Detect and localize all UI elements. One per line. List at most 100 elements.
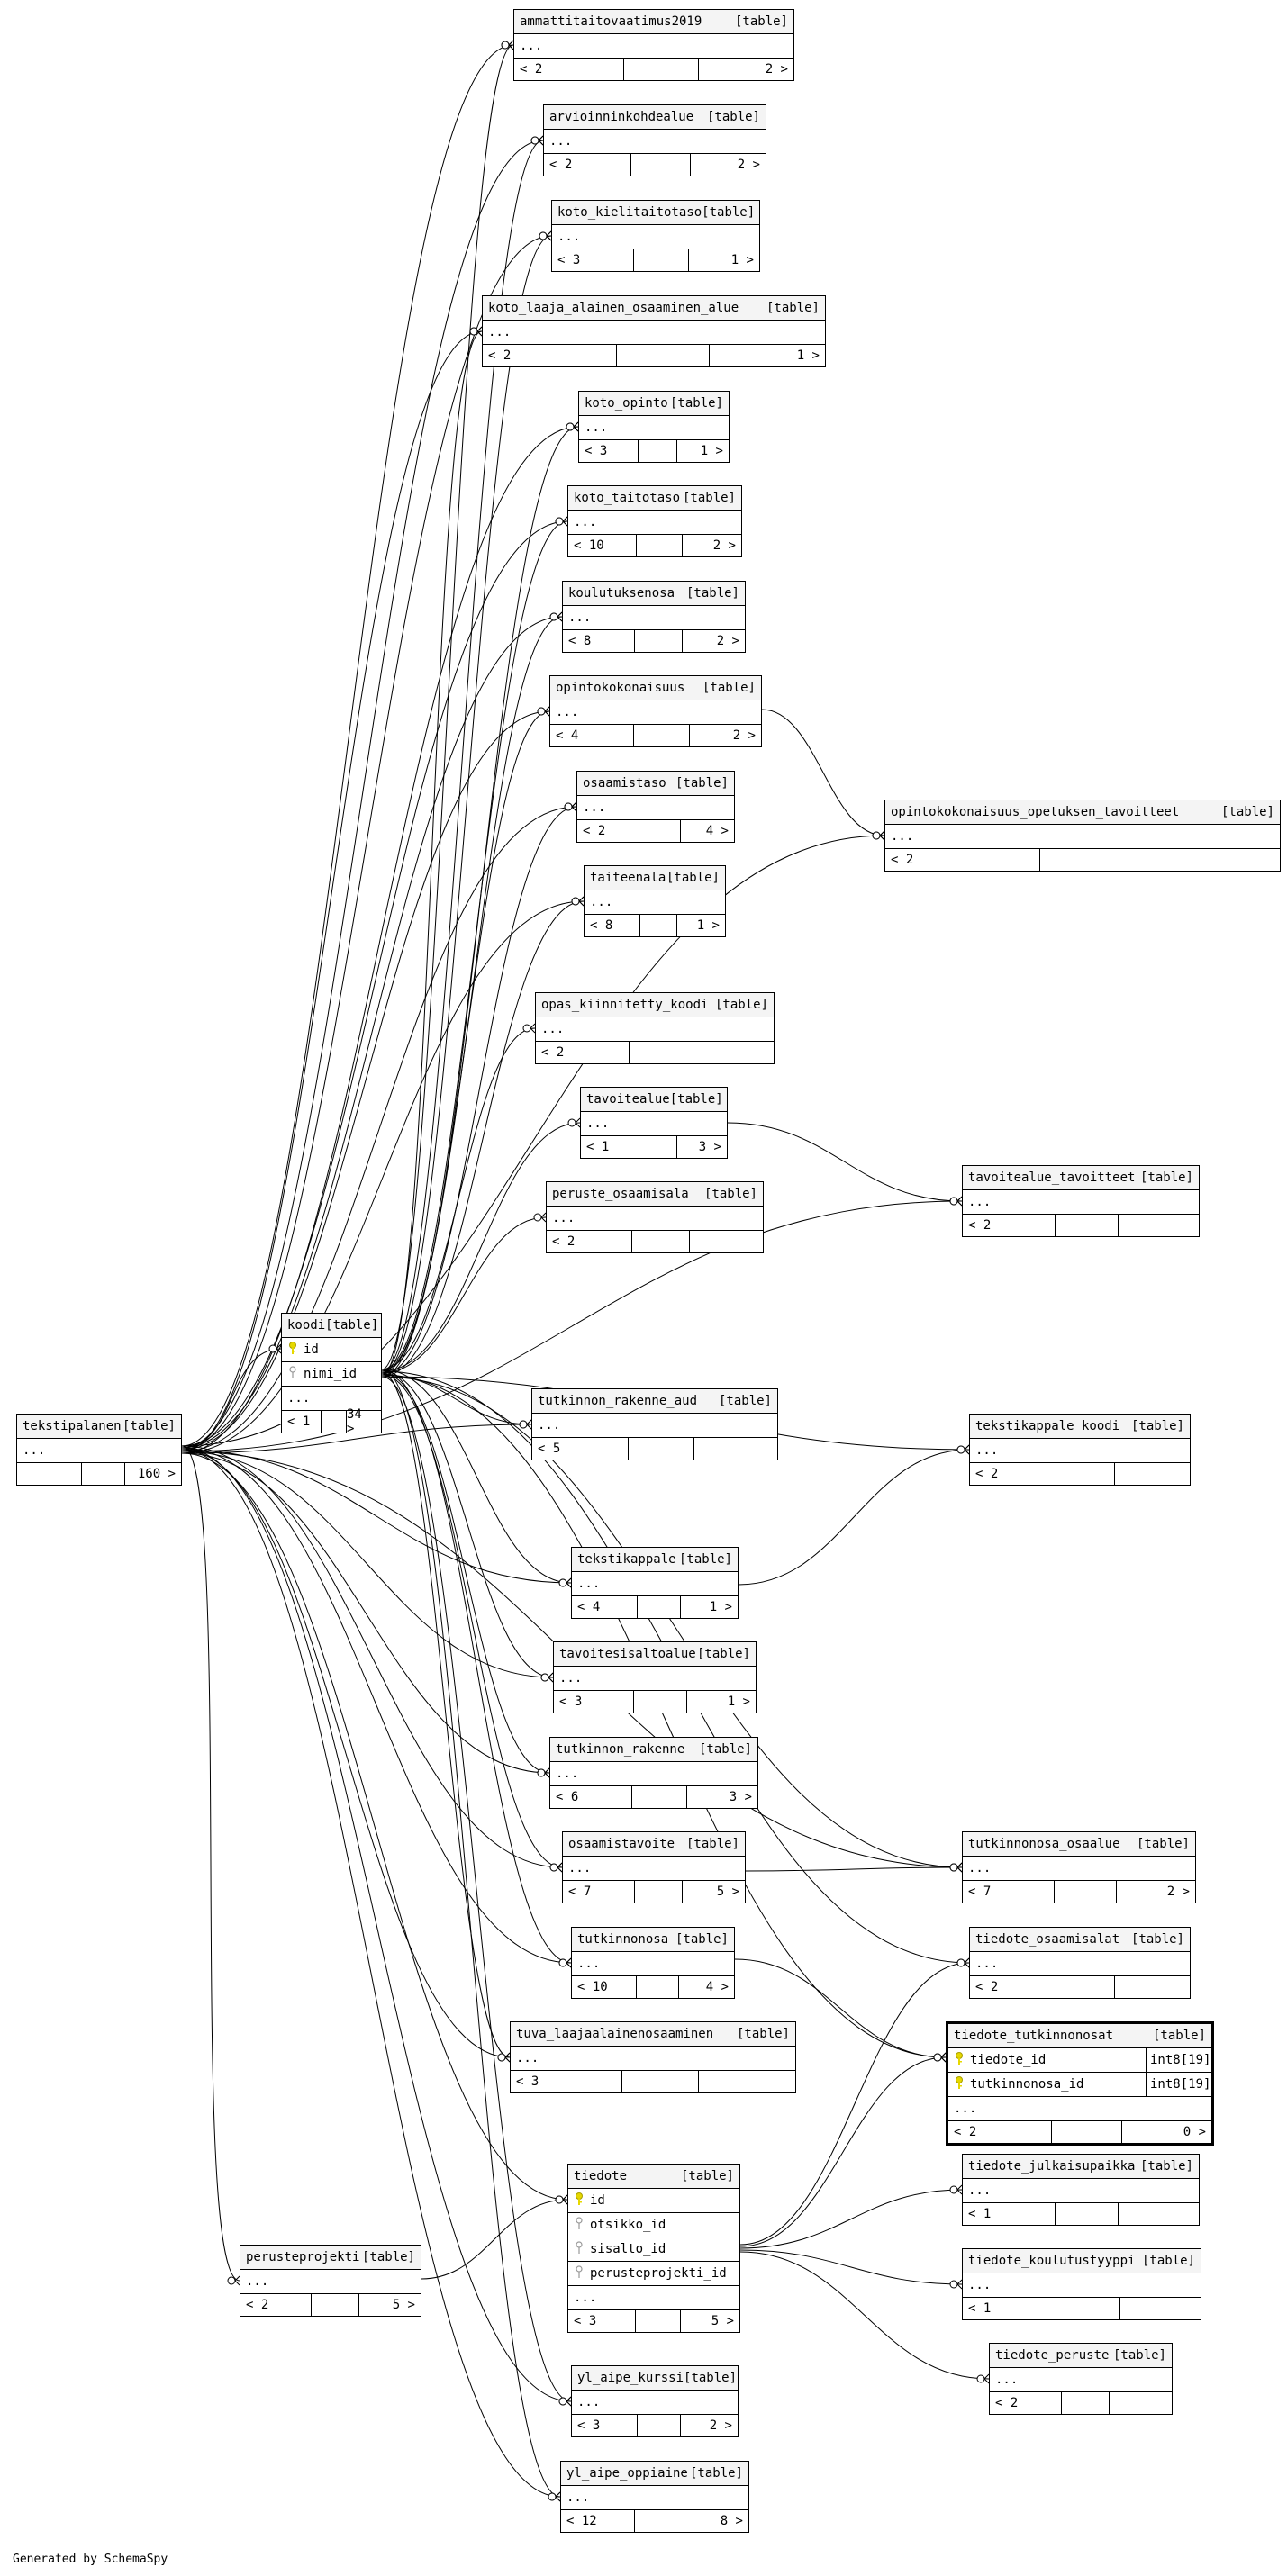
parent-count[interactable]: < 2 (240, 2294, 313, 2316)
table-header[interactable]: perusteprojekti[table] (240, 2246, 421, 2270)
more-columns-ellipsis[interactable]: ... (554, 1667, 756, 1691)
table-name[interactable]: tutkinnonosa_osaalue (968, 1837, 1120, 1851)
child-count[interactable] (1119, 2203, 1199, 2225)
table-tiedote-julkaisupaikka[interactable]: tiedote_julkaisupaikka[table]...< 1 (962, 2154, 1200, 2226)
table-name[interactable]: taiteenala (590, 871, 666, 885)
table-header[interactable]: ammattitaitovaatimus2019[table] (514, 10, 793, 34)
table-header[interactable]: osaamistavoite[table] (563, 1832, 745, 1857)
parent-count[interactable]: < 3 (572, 2415, 639, 2436)
table-name[interactable]: tekstipalanen (23, 1419, 122, 1433)
more-columns-ellipsis[interactable]: ... (577, 796, 734, 820)
parent-count[interactable]: < 2 (970, 1976, 1057, 1998)
table-name[interactable]: koulutuksenosa (568, 586, 675, 601)
child-count[interactable] (1147, 849, 1280, 871)
parent-count[interactable]: < 3 (568, 2310, 637, 2332)
table-name[interactable]: tuva_laajaalainenosaaminen (516, 2027, 714, 2041)
child-count[interactable]: 5 > (392, 2298, 415, 2312)
table-header[interactable]: opintokokonaisuus[table] (550, 676, 761, 700)
child-count[interactable]: 4 > (705, 1980, 729, 1994)
parent-count[interactable]: < 5 (532, 1438, 630, 1460)
table-name[interactable]: ammattitaitovaatimus2019 (520, 14, 702, 29)
table-tavoitealue-tavoitteet[interactable]: tavoitealue_tavoitteet[table]...< 2 (962, 1165, 1200, 1237)
table-name[interactable]: koto_kielitaitotaso (557, 205, 702, 220)
parent-count[interactable]: < 2 (948, 2121, 1053, 2143)
table-name[interactable]: koto_laaja_alainen_osaaminen_alue (488, 301, 739, 315)
parent-count[interactable]: < 7 (563, 1881, 636, 1903)
table-header[interactable]: tutkinnonosa[table] (572, 1928, 734, 1952)
child-count[interactable]: 160 > (137, 1467, 176, 1481)
more-columns-ellipsis[interactable]: ... (963, 1857, 1195, 1881)
table-name[interactable]: tekstikappale (577, 1552, 676, 1567)
table-name[interactable]: tiedote_tutkinnonosat (954, 2029, 1114, 2043)
more-columns-ellipsis[interactable]: ... (17, 1439, 181, 1463)
table-header[interactable]: yl_aipe_oppiaine[table] (561, 2462, 748, 2486)
parent-count[interactable]: < 3 (511, 2071, 623, 2092)
table-name[interactable]: tiedote_julkaisupaikka (968, 2159, 1136, 2174)
child-count[interactable]: 3 > (698, 1140, 721, 1154)
table-name[interactable]: tiedote_osaamisalat (975, 1932, 1120, 1947)
more-columns-ellipsis[interactable]: ... (948, 2097, 1211, 2121)
more-columns-ellipsis[interactable]: ... (547, 1207, 763, 1231)
more-columns-ellipsis[interactable]: ... (561, 2486, 748, 2510)
table-header[interactable]: arvioinninkohdealue[table] (544, 105, 766, 130)
table-name[interactable]: tiedote_peruste (995, 2348, 1110, 2363)
column-row[interactable]: perusteprojekti_id (568, 2262, 739, 2286)
table-opas-kiinnitetty-koodi[interactable]: opas_kiinnitetty_koodi[table]...< 2 (535, 992, 775, 1064)
table-name[interactable]: opas_kiinnitetty_koodi (541, 998, 709, 1012)
table-header[interactable]: yl_aipe_kurssi[table] (572, 2366, 738, 2391)
table-name[interactable]: osaamistavoite (568, 1837, 675, 1851)
table-header[interactable]: tekstikappale[table] (572, 1548, 738, 1572)
table-header[interactable]: tutkinnon_rakenne[table] (550, 1738, 757, 1762)
table-header[interactable]: koto_taitotaso[table] (568, 486, 741, 511)
table-header[interactable]: koodi[table] (282, 1314, 381, 1338)
table-name[interactable]: opintokokonaisuus_opetuksen_tavoitteet (891, 805, 1180, 819)
parent-count[interactable]: < 12 (561, 2510, 636, 2532)
table-name[interactable]: tutkinnonosa (577, 1932, 669, 1947)
parent-count[interactable]: < 2 (544, 154, 632, 176)
column-row[interactable]: id (282, 1338, 381, 1362)
child-count[interactable]: 8 > (720, 2514, 743, 2528)
table-header[interactable]: tutkinnon_rakenne_aud[table] (532, 1389, 777, 1414)
table-name[interactable]: tekstikappale_koodi (975, 1419, 1120, 1433)
parent-count[interactable]: < 2 (970, 1463, 1057, 1485)
table-name[interactable]: koodi (287, 1318, 326, 1333)
table-tekstipalanen[interactable]: tekstipalanen[table]...160 > (16, 1414, 182, 1486)
more-columns-ellipsis[interactable]: ... (550, 700, 761, 725)
more-columns-ellipsis[interactable]: ... (552, 225, 759, 249)
more-columns-ellipsis[interactable]: ... (572, 1572, 738, 1596)
parent-count[interactable]: < 7 (963, 1881, 1055, 1903)
table-header[interactable]: tekstikappale_koodi[table] (970, 1415, 1190, 1439)
child-count[interactable]: 2 > (716, 634, 739, 648)
parent-count[interactable]: < 2 (963, 1215, 1056, 1236)
parent-count[interactable]: < 1 (963, 2298, 1057, 2319)
table-koto-laaja-alainen-osaaminen-alue[interactable]: koto_laaja_alainen_osaaminen_alue[table]… (482, 295, 826, 367)
parent-count[interactable]: < 1 (581, 1136, 639, 1158)
child-count[interactable]: 5 > (711, 2314, 734, 2328)
parent-count[interactable]: < 8 (585, 915, 641, 936)
child-count[interactable]: 1 > (696, 918, 720, 933)
table-header[interactable]: tutkinnonosa_osaalue[table] (963, 1832, 1195, 1857)
more-columns-ellipsis[interactable]: ... (568, 511, 741, 535)
child-count[interactable]: 1 > (796, 348, 820, 363)
child-count[interactable]: 2 > (737, 158, 760, 172)
table-header[interactable]: tavoitealue[table] (581, 1088, 727, 1112)
table-name[interactable]: opintokokonaisuus (556, 681, 685, 695)
more-columns-ellipsis[interactable]: ... (532, 1414, 777, 1438)
table-name[interactable]: yl_aipe_oppiaine (566, 2466, 688, 2481)
parent-count[interactable]: < 2 (547, 1231, 632, 1252)
table-tiedote-osaamisalat[interactable]: tiedote_osaamisalat[table]...< 2 (969, 1927, 1191, 1999)
